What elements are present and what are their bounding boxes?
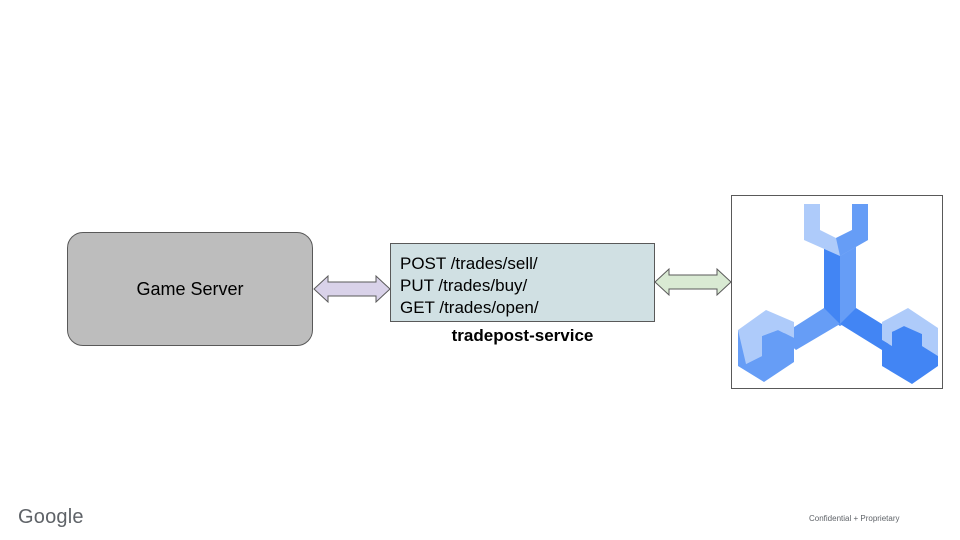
- game-server-node: Game Server: [67, 232, 313, 346]
- endpoint-get-open: GET /trades/open/: [400, 298, 539, 317]
- tradepost-service-box: POST /trades/sell/ PUT /trades/buy/ GET …: [390, 243, 655, 322]
- arrow-service-to-backend: [654, 267, 732, 297]
- tradepost-service-label: tradepost-service: [451, 326, 594, 345]
- endpoint-post-sell: POST /trades/sell/: [400, 254, 538, 273]
- spanner-tri-icon: [738, 204, 938, 384]
- game-server-label: Game Server: [136, 278, 244, 299]
- endpoint-put-buy: PUT /trades/buy/: [400, 276, 528, 295]
- arrow-game-server-to-service: [313, 274, 391, 304]
- backend-node: [731, 195, 943, 389]
- confidential-note: Confidential + Proprietary: [809, 514, 900, 523]
- google-logo: Google: [18, 506, 84, 528]
